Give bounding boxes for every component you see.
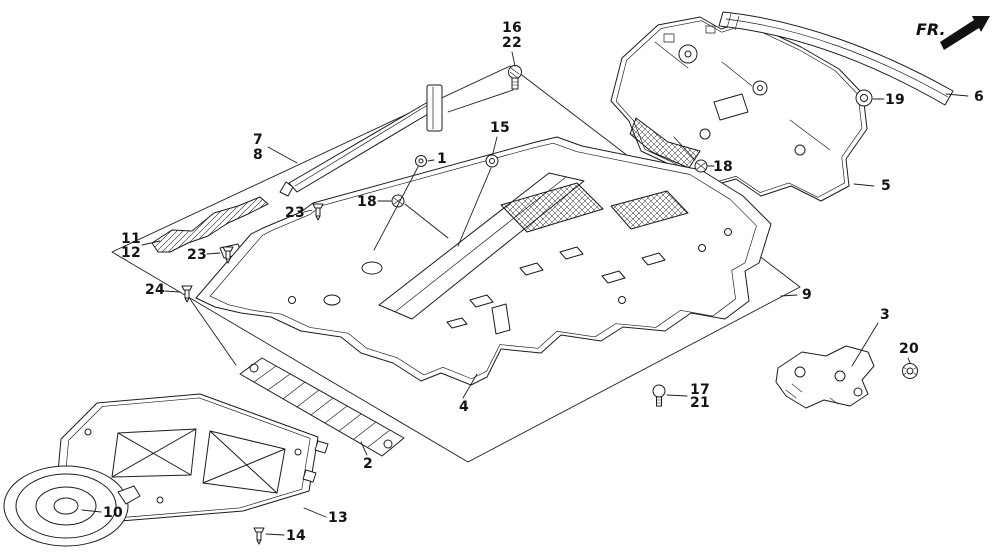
callout-11: 11	[120, 231, 142, 247]
side-bracket	[775, 345, 875, 409]
callout-6: 6	[973, 89, 985, 105]
callout-23: 23	[284, 205, 306, 221]
clip-14-icon	[253, 527, 265, 545]
callout-1: 1	[436, 151, 448, 167]
clip-23-upper-icon	[312, 203, 324, 221]
callout-23: 23	[186, 247, 208, 263]
callout-12: 12	[120, 245, 142, 261]
callout-22: 22	[501, 35, 523, 51]
direction-label: FR.	[916, 20, 946, 39]
spare-tire-well	[3, 465, 141, 547]
grommet-19-icon	[855, 89, 873, 107]
callout-10: 10	[102, 505, 124, 521]
screw-18-right-icon	[694, 159, 708, 173]
callout-3: 3	[879, 307, 891, 323]
fr-arrow-icon	[940, 16, 990, 50]
callout-2: 2	[362, 456, 374, 472]
callout-20: 20	[898, 341, 920, 357]
callout-16: 16	[501, 20, 523, 36]
callout-24: 24	[144, 282, 166, 298]
grommet-1-icon	[415, 155, 427, 167]
callout-18: 18	[356, 194, 378, 210]
callout-5: 5	[880, 178, 892, 194]
callout-7: 7	[252, 132, 264, 148]
screw-17-21-icon	[652, 384, 666, 407]
callout-21: 21	[689, 395, 711, 411]
floor-mat	[195, 136, 772, 386]
callout-8: 8	[252, 147, 264, 163]
callout-15: 15	[489, 120, 511, 136]
cross-member	[239, 357, 405, 457]
dash-insulator-panel	[610, 16, 868, 202]
side-sill-garnish	[279, 84, 443, 197]
rear-trim-strip	[718, 11, 954, 106]
nut-20-icon	[902, 363, 918, 379]
callout-14: 14	[285, 528, 307, 544]
callout-13: 13	[327, 510, 349, 526]
callout-19: 19	[884, 92, 906, 108]
clip-24-icon	[181, 285, 193, 303]
screw-18-left-icon	[391, 194, 405, 208]
callout-4: 4	[458, 399, 470, 415]
screw-16-22-icon	[508, 65, 522, 90]
callout-17: 17	[689, 382, 711, 398]
nut-15-icon	[485, 154, 499, 168]
clip-23-lower-icon	[222, 246, 234, 264]
leader-lines	[81, 51, 969, 536]
callout-9: 9	[801, 287, 813, 303]
callout-18: 18	[712, 159, 734, 175]
